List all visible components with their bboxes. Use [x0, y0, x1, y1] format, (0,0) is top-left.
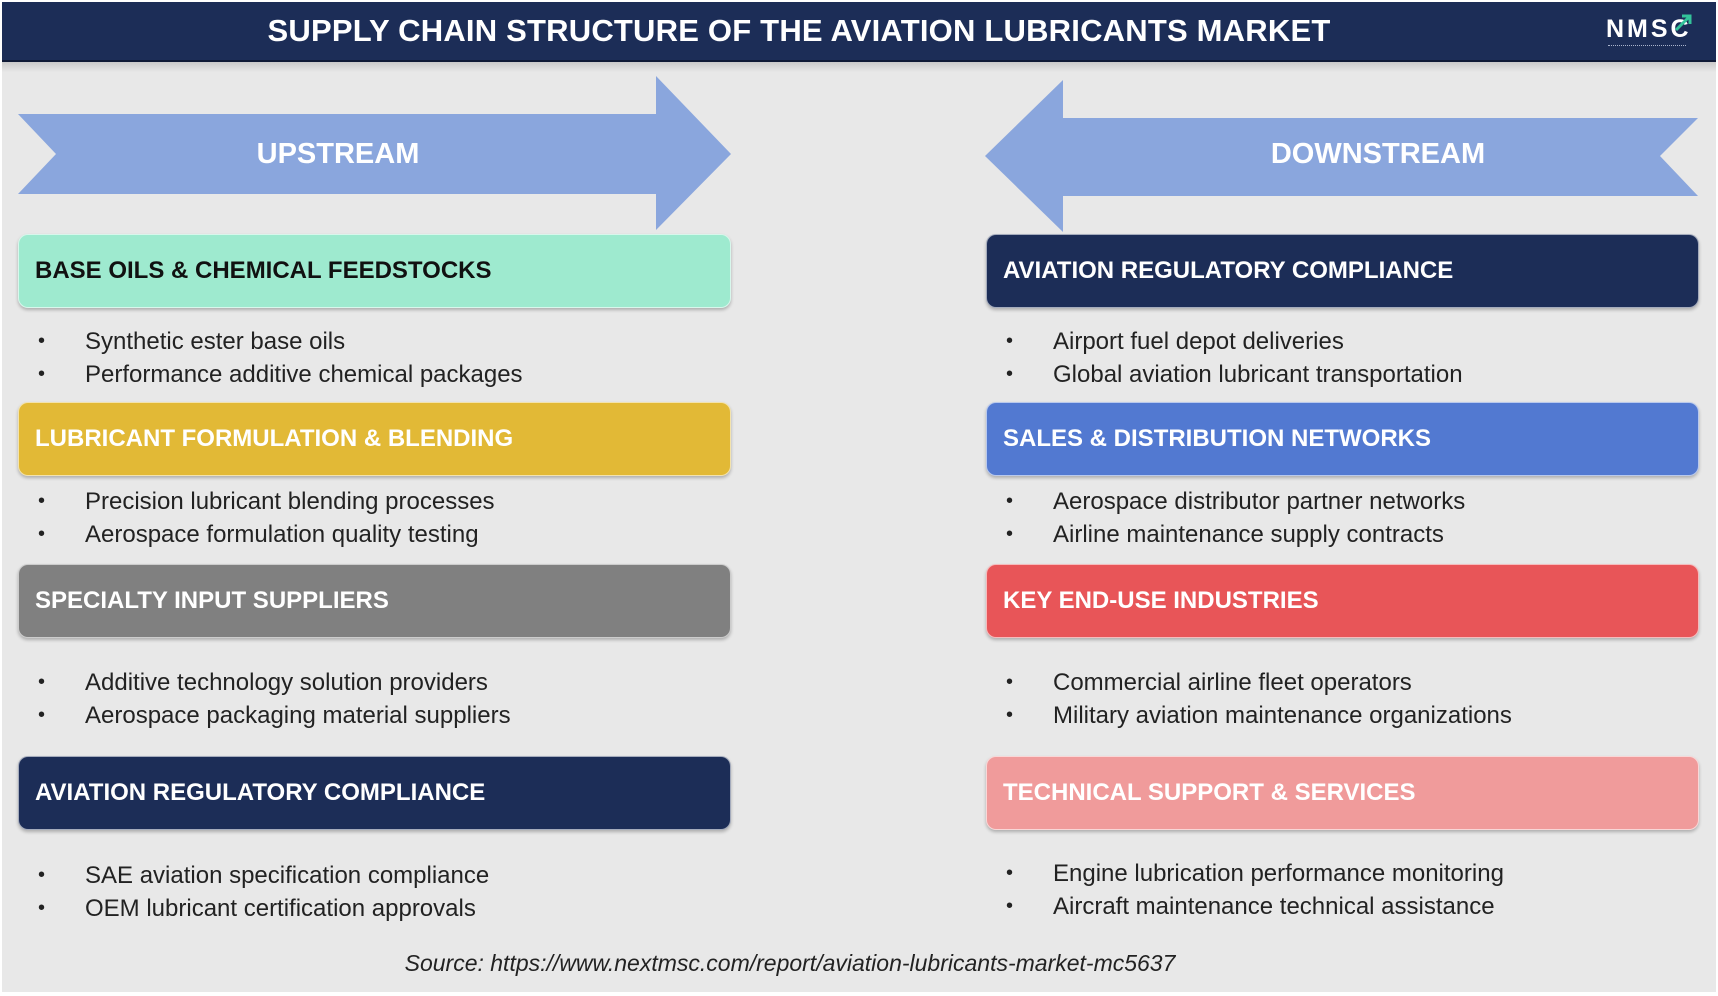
- downstream-label: DOWNSTREAM: [1270, 138, 1486, 170]
- list-item: Additive technology solution providers: [18, 666, 511, 699]
- header-bar: SUPPLY CHAIN STRUCTURE OF THE AVIATION L…: [2, 2, 1716, 62]
- list-item: Aircraft maintenance technical assistanc…: [986, 890, 1504, 923]
- list-item: Aerospace formulation quality testing: [18, 518, 495, 551]
- section-title: SALES & DISTRIBUTION NETWORKS: [1003, 425, 1432, 452]
- list-item: Airline maintenance supply contracts: [986, 518, 1465, 551]
- downstream-section-end-use: KEY END-USE INDUSTRIES: [986, 564, 1699, 638]
- page-title: SUPPLY CHAIN STRUCTURE OF THE AVIATION L…: [267, 13, 1331, 48]
- nmsc-logo: NMSC: [1598, 12, 1694, 52]
- list-item: Commercial airline fleet operators: [986, 666, 1512, 699]
- downstream-section-technical-support: TECHNICAL SUPPORT & SERVICES: [986, 756, 1699, 830]
- list-item: Engine lubrication performance monitorin…: [986, 857, 1504, 890]
- header-shadow: [2, 62, 1716, 72]
- list-item: Global aviation lubricant transportation: [986, 358, 1463, 391]
- list-item: Aerospace distributor partner networks: [986, 485, 1465, 518]
- section-title: AVIATION REGULATORY COMPLIANCE: [35, 779, 486, 806]
- section-title: SPECIALTY INPUT SUPPLIERS: [35, 587, 389, 614]
- downstream-regulatory-list: Airport fuel depot deliveries Global avi…: [986, 325, 1463, 391]
- list-item: Military aviation maintenance organizati…: [986, 699, 1512, 732]
- upstream-section-base-oils: BASE OILS & CHEMICAL FEEDSTOCKS: [18, 234, 731, 308]
- list-item: Synthetic ester base oils: [18, 325, 523, 358]
- downstream-section-regulatory: AVIATION REGULATORY COMPLIANCE: [986, 234, 1699, 308]
- list-item: Performance additive chemical packages: [18, 358, 523, 391]
- upstream-regulatory-list: SAE aviation specification compliance OE…: [18, 859, 489, 925]
- upstream-specialty-suppliers-list: Additive technology solution providers A…: [18, 666, 511, 732]
- upstream-formulation-list: Precision lubricant blending processes A…: [18, 485, 495, 551]
- downstream-arrow: [985, 80, 1698, 232]
- upstream-section-formulation: LUBRICANT FORMULATION & BLENDING: [18, 402, 731, 476]
- section-title: KEY END-USE INDUSTRIES: [1003, 587, 1319, 614]
- upstream-section-regulatory: AVIATION REGULATORY COMPLIANCE: [18, 756, 731, 830]
- section-title: TECHNICAL SUPPORT & SERVICES: [1003, 779, 1416, 806]
- upstream-arrow: [18, 76, 731, 230]
- downstream-sales-distribution-list: Aerospace distributor partner networks A…: [986, 485, 1465, 551]
- list-item: SAE aviation specification compliance: [18, 859, 489, 892]
- upstream-label: UPSTREAM: [256, 138, 420, 170]
- logo-tagline-mark: [1608, 45, 1686, 49]
- logo-arrow-icon: [1674, 14, 1692, 32]
- downstream-technical-support-list: Engine lubrication performance monitorin…: [986, 857, 1504, 923]
- section-title: LUBRICANT FORMULATION & BLENDING: [35, 425, 514, 452]
- list-item: Aerospace packaging material suppliers: [18, 699, 511, 732]
- section-title: BASE OILS & CHEMICAL FEEDSTOCKS: [35, 257, 492, 284]
- source-citation: Source: https://www.nextmsc.com/report/a…: [404, 950, 1176, 976]
- upstream-section-specialty-suppliers: SPECIALTY INPUT SUPPLIERS: [18, 564, 731, 638]
- list-item: Precision lubricant blending processes: [18, 485, 495, 518]
- list-item: OEM lubricant certification approvals: [18, 892, 489, 925]
- downstream-section-sales-distribution: SALES & DISTRIBUTION NETWORKS: [986, 402, 1699, 476]
- upstream-base-oils-list: Synthetic ester base oils Performance ad…: [18, 325, 523, 391]
- logo-text: NMSC: [1606, 15, 1692, 43]
- list-item: Airport fuel depot deliveries: [986, 325, 1463, 358]
- downstream-end-use-list: Commercial airline fleet operators Milit…: [986, 666, 1512, 732]
- section-title: AVIATION REGULATORY COMPLIANCE: [1003, 257, 1454, 284]
